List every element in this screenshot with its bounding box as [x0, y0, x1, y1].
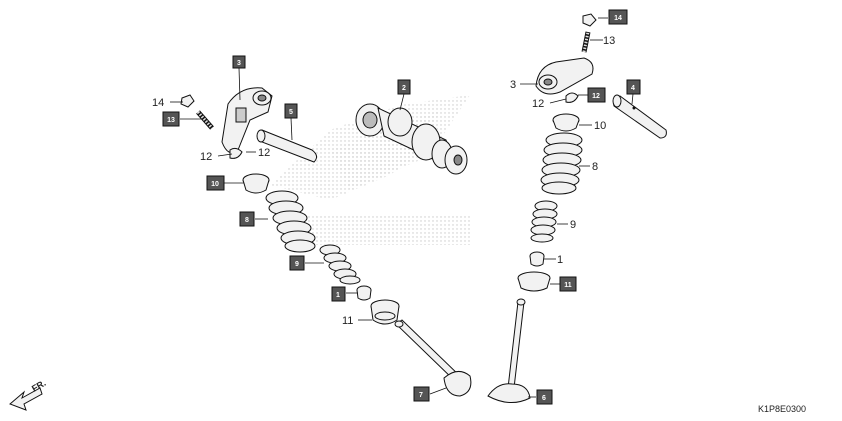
svg-text:2: 2	[402, 85, 406, 92]
outer-spring-right	[540, 132, 583, 195]
callout-11-left: 11	[342, 315, 353, 327]
callout-8-right: 8	[592, 161, 598, 173]
svg-text:11: 11	[564, 282, 572, 289]
svg-text:4: 4	[631, 85, 635, 92]
svg-text:FR.: FR.	[30, 378, 48, 394]
callout-box-5: 5	[284, 103, 298, 119]
svg-text:1: 1	[336, 292, 340, 299]
rocker-shaft-right	[612, 94, 667, 139]
callout-box-2: 2	[397, 79, 411, 95]
adjust-screw-left	[180, 94, 214, 130]
svg-text:12: 12	[592, 93, 600, 100]
callout-box-10-left: 10	[206, 175, 225, 191]
seal-left	[356, 285, 372, 301]
svg-text:6: 6	[542, 395, 546, 402]
diagram-code: K1P8E0300	[758, 404, 806, 414]
svg-text:9: 9	[295, 261, 299, 268]
callout-14-left: 14	[152, 97, 164, 109]
leader-lines	[170, 17, 634, 398]
callout-13-right: 13	[603, 35, 615, 47]
rocker-shaft-left	[256, 129, 318, 163]
svg-text:3: 3	[237, 60, 241, 67]
callout-box-1-left: 1	[331, 286, 346, 302]
callout-box-9-left: 9	[289, 255, 305, 271]
seal-right	[529, 251, 545, 267]
valve-exhaust	[487, 298, 531, 403]
retainer-left	[242, 173, 270, 194]
cotter-right	[565, 92, 579, 103]
callout-box-14-right: 14	[608, 9, 628, 25]
callout-12-left-b: 12	[258, 147, 270, 159]
callout-box-12-right: 12	[587, 87, 606, 103]
cotter-left	[229, 147, 243, 159]
front-direction-arrow: FR.	[9, 378, 48, 411]
callout-box-13-left: 13	[162, 111, 180, 127]
callout-3-right: 3	[510, 79, 516, 91]
retainer-right	[552, 113, 580, 132]
callout-10-right: 10	[594, 120, 606, 132]
rocker-arm-right	[535, 57, 594, 95]
callout-box-8-left: 8	[239, 211, 255, 227]
svg-text:8: 8	[245, 217, 249, 224]
outer-spring-left	[265, 190, 316, 253]
callout-9-right: 9	[570, 219, 576, 231]
callout-box-7: 7	[413, 386, 430, 402]
camshaft	[355, 103, 468, 175]
callout-1-right: 1	[557, 254, 563, 266]
callout-box-3-left: 3	[232, 55, 246, 69]
inner-spring-right	[530, 200, 558, 243]
callout-12-right: 12	[532, 98, 544, 110]
rocker-arm-left	[221, 87, 273, 154]
inner-spring-left	[319, 244, 361, 285]
svg-text:7: 7	[419, 392, 423, 399]
callout-box-6: 6	[536, 389, 553, 405]
valve-intake	[394, 319, 472, 397]
svg-text:5: 5	[289, 109, 293, 116]
adjust-screw-right	[581, 13, 597, 53]
svg-text:13: 13	[167, 117, 175, 124]
callout-box-4: 4	[626, 79, 641, 95]
spring-seat-left	[370, 299, 400, 325]
svg-text:10: 10	[211, 181, 219, 188]
callout-12-left-a: 12	[200, 151, 212, 163]
svg-text:14: 14	[614, 15, 622, 22]
callout-box-11-right: 11	[559, 276, 577, 292]
spring-seat-right	[517, 271, 551, 292]
